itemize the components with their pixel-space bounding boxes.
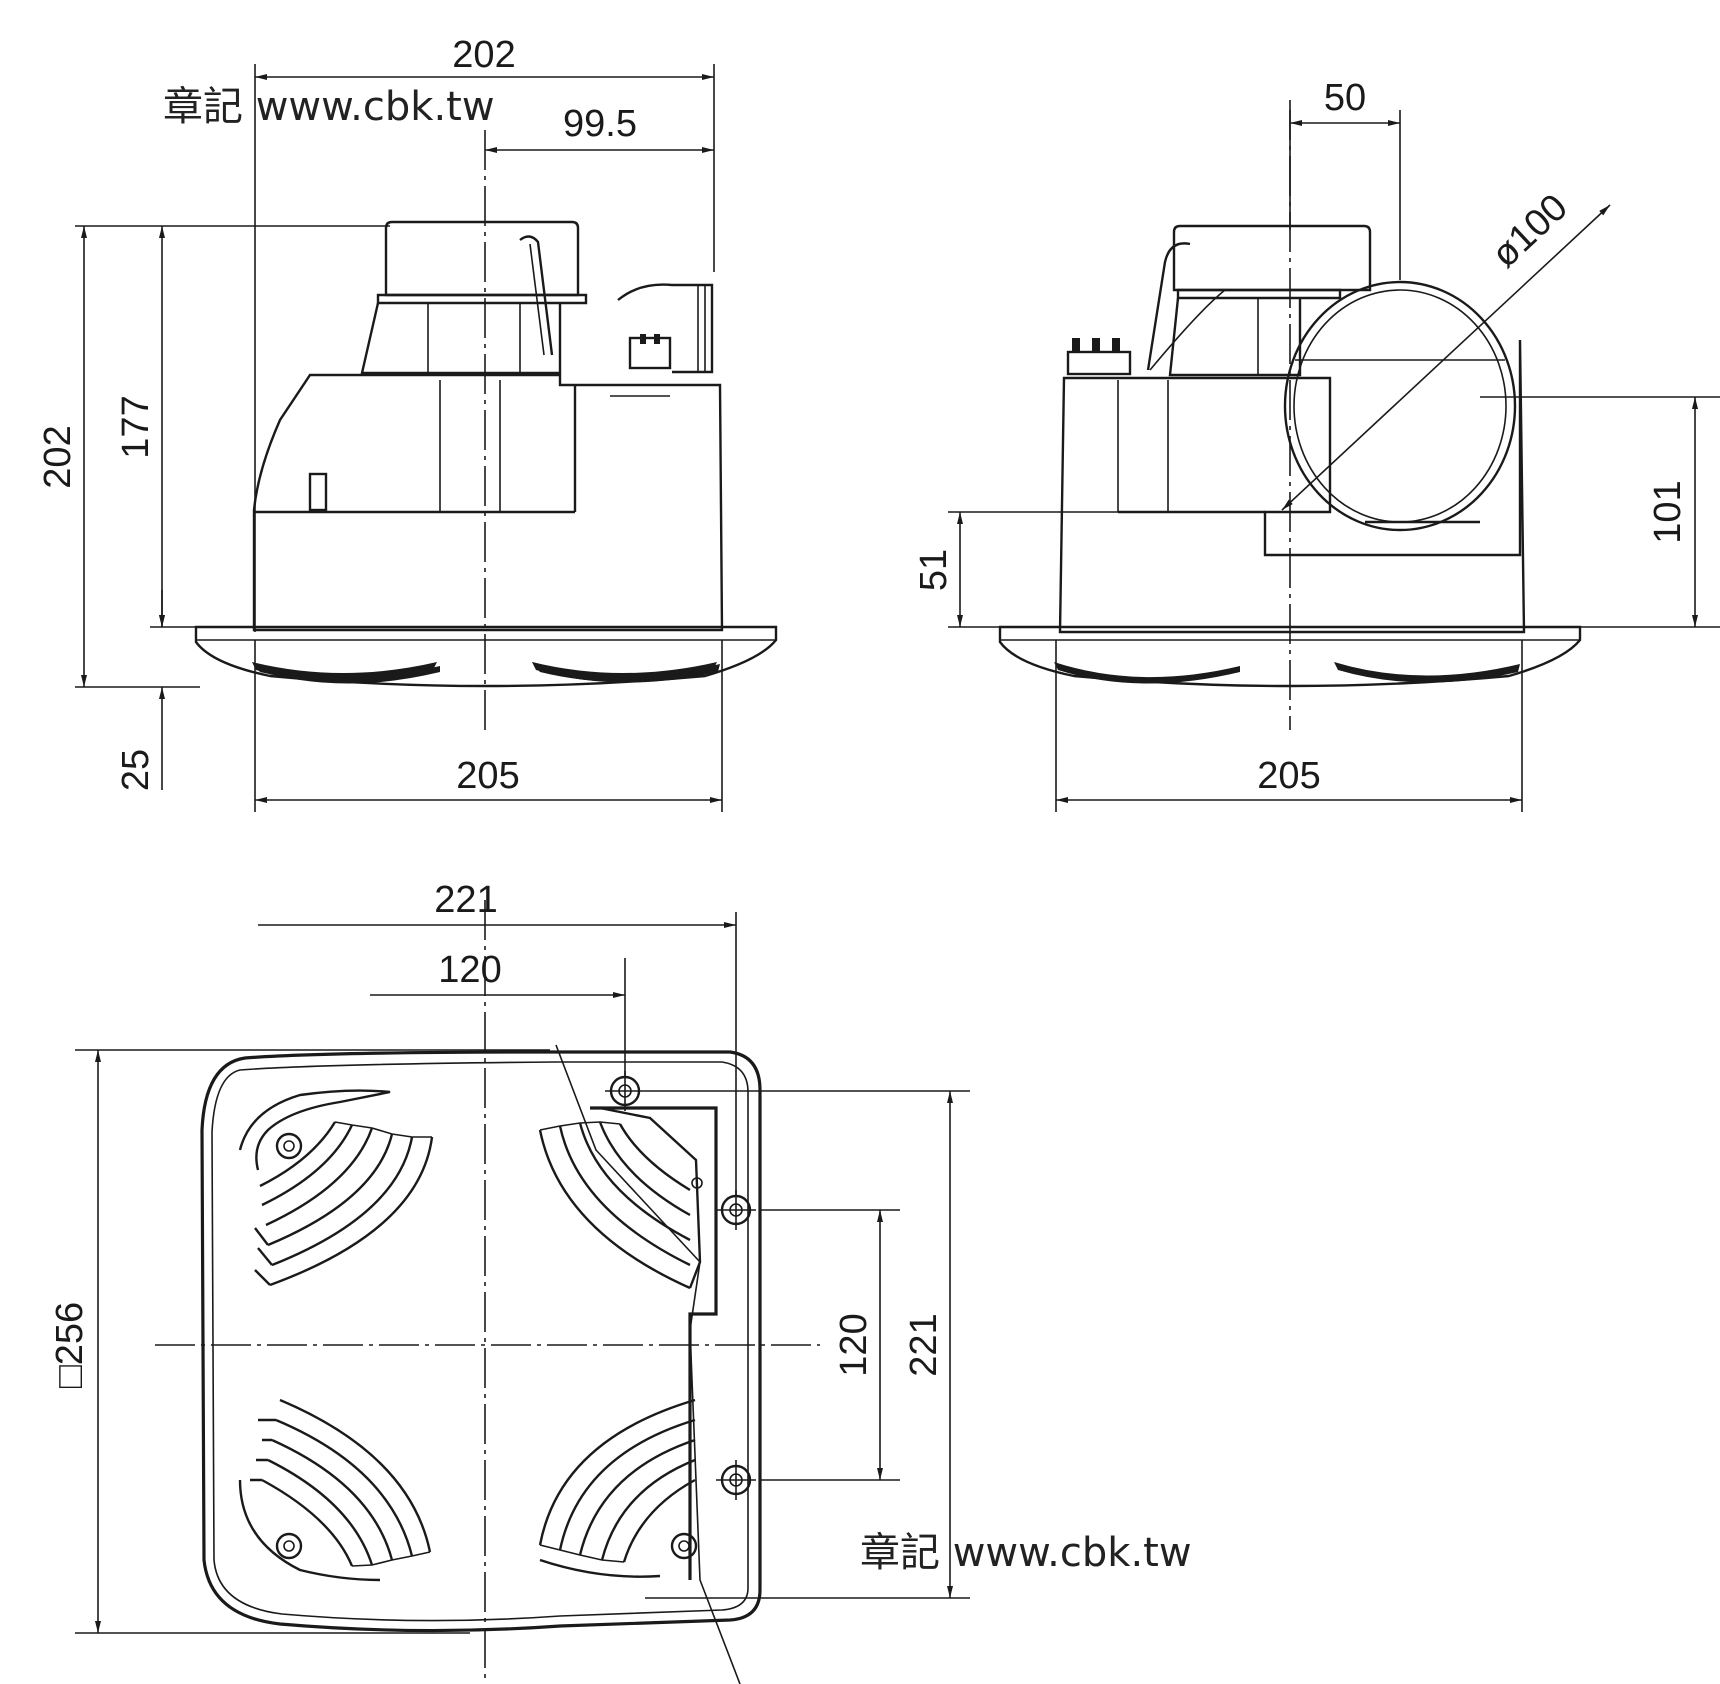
watermark-top: 章記 www.cbk.tw (163, 84, 495, 130)
front-view: 202 99.5 202 177 25 205 章記 www.cbk.tw (37, 34, 778, 812)
side-duct-center-height-label: 101 (1647, 480, 1689, 543)
bottom-mount-width-label: 221 (434, 879, 497, 921)
side-terminal-block (1066, 350, 1132, 376)
front-panel (194, 625, 778, 688)
side-main-body (1058, 339, 1526, 634)
front-motor-band (376, 293, 588, 305)
side-view: 50 ø100 101 51 205 (913, 77, 1720, 812)
bottom-screw-right-upper (716, 1190, 756, 1230)
side-duct-bottom-height-label: 51 (913, 549, 955, 591)
bottom-mount-offset-label: 120 (438, 949, 501, 991)
bottom-panel-outline (200, 1050, 762, 1633)
bottom-mount-pitch-label: 120 (833, 1313, 875, 1376)
bottom-grille-top-right (538, 1106, 702, 1290)
side-duct-ring (1283, 280, 1517, 532)
bottom-grille-top-left (238, 1089, 434, 1287)
front-motor-housing (360, 302, 562, 375)
front-terminal-block (628, 336, 672, 370)
side-panel-width-label: 205 (1257, 755, 1320, 797)
bottom-screw-grille-br (670, 1532, 698, 1560)
front-grille-height-label: 25 (115, 749, 157, 791)
bottom-mount-height-label: 221 (903, 1313, 945, 1376)
side-motor-top (1172, 224, 1372, 292)
bottom-panel-square-label: □256 (49, 1302, 91, 1388)
side-panel (998, 625, 1582, 688)
side-motor-housing (1168, 297, 1302, 377)
front-motor-top (384, 220, 580, 297)
front-panel-width-label: 205 (456, 755, 519, 797)
front-main-body (252, 373, 724, 632)
watermark-bottom: 章記 www.cbk.tw (860, 1530, 1192, 1576)
bottom-grille-bottom-left (238, 1398, 432, 1582)
front-height-label: 202 (37, 425, 79, 488)
side-duct-offset-label: 50 (1324, 77, 1366, 119)
front-offset-label: 99.5 (563, 103, 637, 145)
side-cable (1146, 242, 1191, 371)
front-body-height-label: 177 (115, 395, 157, 458)
front-post (308, 472, 328, 512)
front-width-label: 202 (452, 34, 515, 76)
bottom-view: 221 120 □256 120 221 章記 www.cbk.tw (49, 879, 1192, 1684)
front-cable (519, 235, 554, 356)
bottom-screw-grille-tl (275, 1132, 303, 1160)
bottom-screw-grille-bl (275, 1532, 303, 1560)
side-duct-diameter-label: ø100 (1484, 186, 1576, 276)
bottom-screw-right-lower (716, 1460, 756, 1500)
bottom-grille-bottom-right (538, 1398, 696, 1578)
